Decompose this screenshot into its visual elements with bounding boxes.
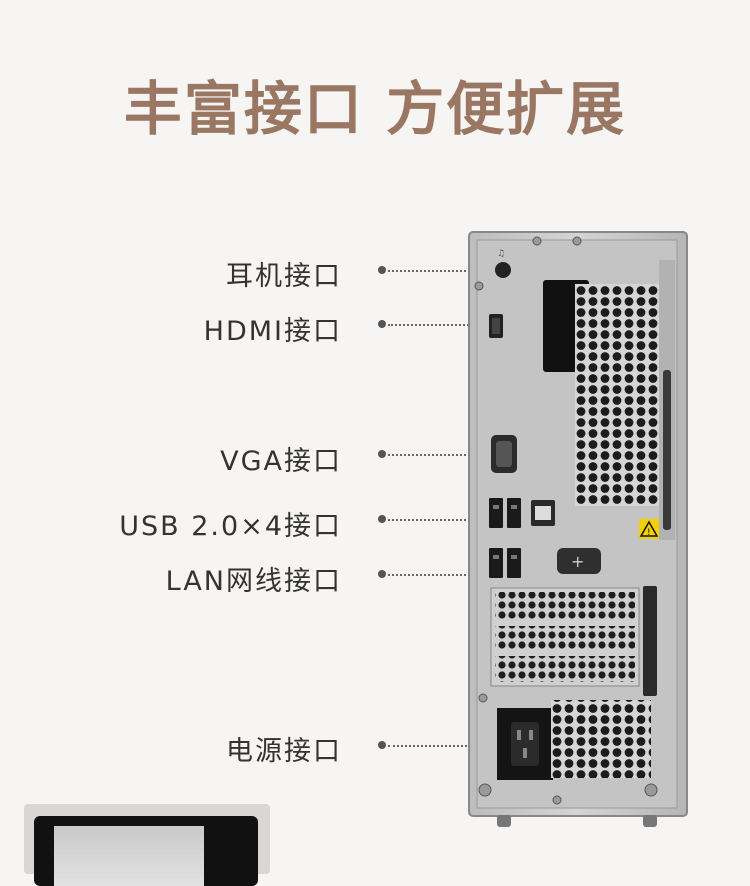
- label-lan: LAN网线接口: [165, 566, 342, 597]
- page-title: 丰富接口 方便扩展: [123, 75, 627, 143]
- label-headphone: 耳机接口: [226, 261, 342, 292]
- screws: [474, 236, 658, 805]
- svg-text:+: +: [571, 552, 584, 571]
- usb-ports: [489, 498, 521, 578]
- headphone-icon: ♫: [495, 249, 511, 278]
- pc-rear-panel-image: ♫ + !: [468, 231, 688, 827]
- lan-port: [531, 500, 555, 526]
- top-vent: [575, 284, 661, 506]
- psu-vent: [551, 700, 651, 778]
- label-vga: VGA接口: [220, 446, 342, 477]
- label-hdmi: HDMI接口: [203, 316, 342, 347]
- svg-text:!: !: [647, 528, 651, 538]
- next-image-thumbnail: [24, 804, 270, 886]
- power-icon: [497, 708, 553, 780]
- label-power: 电源接口: [226, 736, 342, 767]
- warning-icon: !: [639, 519, 659, 539]
- vga-port: [491, 435, 517, 473]
- label-usb: USB 2.0×4接口: [119, 511, 342, 542]
- svg-text:♫: ♫: [497, 249, 505, 259]
- hdmi-port: [489, 314, 503, 338]
- expansion-slots: [490, 586, 657, 696]
